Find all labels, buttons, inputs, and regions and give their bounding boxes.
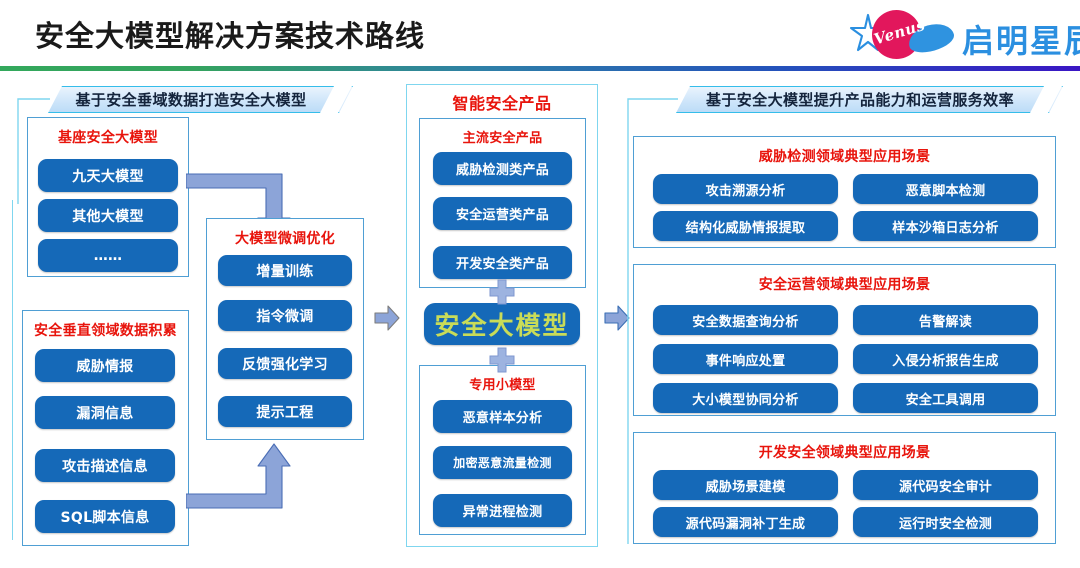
scenario-1-item-0[interactable]: 安全数据查询分析 bbox=[653, 305, 838, 335]
scenario-2-item-2[interactable]: 源代码漏洞补丁生成 bbox=[653, 507, 838, 537]
mainstream-item-0[interactable]: 威胁检测类产品 bbox=[433, 152, 572, 185]
scenario-1-item-1[interactable]: 告警解读 bbox=[853, 305, 1038, 335]
arrow-left-to-center bbox=[374, 305, 400, 331]
base-model-item-1[interactable]: 其他大模型 bbox=[38, 199, 178, 232]
mainstream-item-1[interactable]: 安全运营类产品 bbox=[433, 197, 572, 230]
elbow-arrow-up bbox=[186, 443, 291, 509]
data-item-0[interactable]: 威胁情报 bbox=[35, 349, 175, 382]
scenario-1-item-2[interactable]: 事件响应处置 bbox=[653, 344, 838, 374]
scenario-2-item-3[interactable]: 运行时安全检测 bbox=[853, 507, 1038, 537]
left-banner-connector bbox=[17, 98, 50, 204]
core-model-button[interactable]: 安全大模型 bbox=[424, 303, 580, 345]
left-panel-edge bbox=[12, 200, 13, 540]
right-banner: 基于安全大模型提升产品能力和运营服务效率 bbox=[676, 86, 1044, 113]
mainstream-item-2[interactable]: 开发安全类产品 bbox=[433, 246, 572, 279]
page-title: 安全大模型解决方案技术路线 bbox=[35, 19, 426, 53]
finetune-item-3[interactable]: 提示工程 bbox=[218, 396, 352, 427]
right-banner-connector bbox=[627, 98, 678, 544]
scenario-0-item-1[interactable]: 恶意脚本检测 bbox=[853, 174, 1038, 204]
left-banner-tick bbox=[338, 86, 353, 113]
right-banner-tick bbox=[1048, 86, 1063, 113]
finetune-item-2[interactable]: 反馈强化学习 bbox=[218, 348, 352, 379]
scenario-0-item-2[interactable]: 结构化威胁情报提取 bbox=[653, 211, 838, 241]
base-model-item-0[interactable]: 九天大模型 bbox=[38, 159, 178, 192]
data-item-3[interactable]: SQL脚本信息 bbox=[35, 500, 175, 533]
scenario-2-item-0[interactable]: 威胁场景建模 bbox=[653, 470, 838, 500]
scenario-1-item-3[interactable]: 入侵分析报告生成 bbox=[853, 344, 1038, 374]
center-title: 智能安全产品 bbox=[452, 94, 552, 113]
arrow-center-to-right bbox=[604, 305, 630, 331]
plus-icon-bottom bbox=[489, 347, 515, 373]
header-gradient-rule bbox=[0, 66, 1080, 71]
left-banner: 基于安全垂域数据打造安全大模型 bbox=[48, 86, 334, 113]
small-model-item-1[interactable]: 加密恶意流量检测 bbox=[433, 446, 572, 479]
data-item-1[interactable]: 漏洞信息 bbox=[35, 396, 175, 429]
scenario-2-item-1[interactable]: 源代码安全审计 bbox=[853, 470, 1038, 500]
slide-header: 安全大模型解决方案技术路线 Venus 启明星辰 bbox=[0, 0, 1080, 71]
company-logo: Venus 启明星辰 bbox=[846, 6, 1080, 62]
scenario-0-item-3[interactable]: 样本沙箱日志分析 bbox=[853, 211, 1038, 241]
logo-wordmark: 启明星辰 bbox=[962, 22, 1080, 60]
data-item-2[interactable]: 攻击描述信息 bbox=[35, 449, 175, 482]
plus-icon-top bbox=[489, 279, 515, 305]
finetune-item-1[interactable]: 指令微调 bbox=[218, 300, 352, 331]
finetune-item-0[interactable]: 增量训练 bbox=[218, 255, 352, 286]
scenario-1-item-5[interactable]: 安全工具调用 bbox=[853, 383, 1038, 413]
scenario-1-item-4[interactable]: 大小模型协同分析 bbox=[653, 383, 838, 413]
small-model-item-0[interactable]: 恶意样本分析 bbox=[433, 400, 572, 433]
base-model-item-2[interactable]: …… bbox=[38, 239, 178, 272]
small-model-item-2[interactable]: 异常进程检测 bbox=[433, 494, 572, 527]
scenario-0-item-0[interactable]: 攻击溯源分析 bbox=[653, 174, 838, 204]
